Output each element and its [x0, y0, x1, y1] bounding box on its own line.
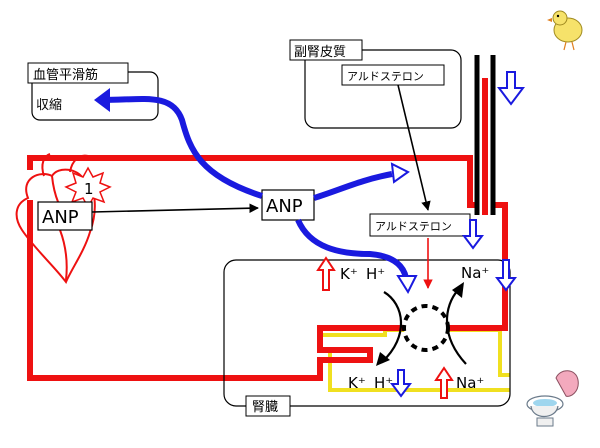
- heart-anp-label: ANP: [42, 207, 79, 228]
- aldosterone-release-arrow: [397, 84, 431, 211]
- ion-na-bottom: Na⁺: [456, 374, 484, 392]
- anp-blue-paths: [94, 88, 418, 295]
- kidney-anp-arrowhead: [396, 275, 418, 295]
- red-vessel-loop: [27, 155, 508, 381]
- vascular-title: 血管平滑筋: [33, 67, 98, 83]
- toilet-icon: [526, 370, 579, 427]
- ion-h-top: H⁺: [366, 265, 385, 283]
- anp-secretion-arrow: [91, 203, 259, 214]
- chick-icon: [547, 10, 583, 51]
- step-number: 1: [84, 180, 94, 198]
- ion-flow-arrowheads: [376, 282, 464, 366]
- ion-na-top: Na⁺: [461, 264, 489, 282]
- ion-k-bottom: K⁺: [348, 374, 366, 392]
- adrenal-title: 副腎皮質: [294, 45, 346, 60]
- kidney-box: 腎臓: [223, 259, 511, 417]
- vertical-tube: [474, 55, 496, 215]
- ion-flow-arrows: [381, 289, 467, 365]
- adrenal-inhibit-arrowhead: [390, 162, 410, 184]
- vascular-box: 血管平滑筋 収縮: [27, 62, 159, 121]
- adrenal-box: 副腎皮質 アルドステロン: [289, 39, 462, 129]
- burst-icon: 1: [64, 166, 112, 209]
- ion-exchanger: [402, 304, 450, 352]
- kidney-aldosterone-label: アルドステロン: [375, 220, 452, 233]
- adrenal-hormone: アルドステロン: [347, 70, 424, 83]
- center-anp-label: ANP: [266, 196, 303, 217]
- ion-h-bottom: H⁺: [374, 374, 393, 392]
- vasoconstriction-arrowhead: [94, 88, 110, 112]
- up-arrow-icon: [316, 256, 454, 399]
- kidney-title: 腎臓: [252, 400, 278, 415]
- vascular-effect: 収縮: [36, 97, 62, 113]
- down-arrow-icon: [390, 71, 525, 398]
- ion-k-top: K⁺: [340, 265, 358, 283]
